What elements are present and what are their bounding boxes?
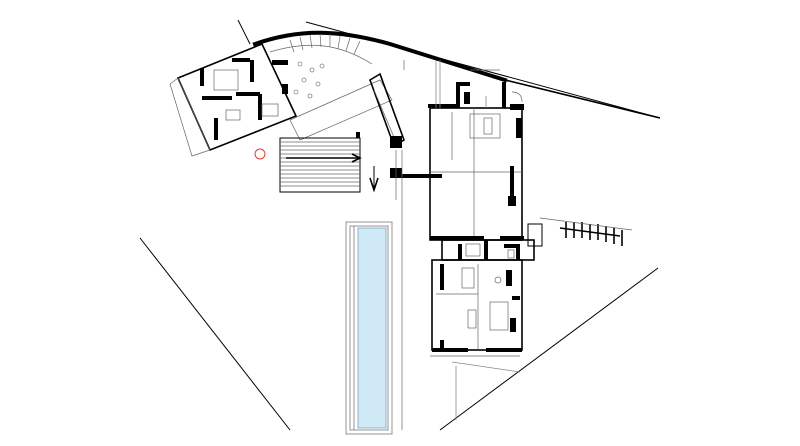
- main-house: [428, 60, 524, 241]
- connecting-walkway: [289, 60, 442, 430]
- lower-block: [430, 259, 523, 420]
- access-road: [252, 30, 661, 119]
- swimming-pool: [345, 221, 393, 435]
- entry-stair: [279, 132, 379, 193]
- location-marker-icon: [254, 148, 266, 160]
- guest-pavilion: [169, 42, 325, 157]
